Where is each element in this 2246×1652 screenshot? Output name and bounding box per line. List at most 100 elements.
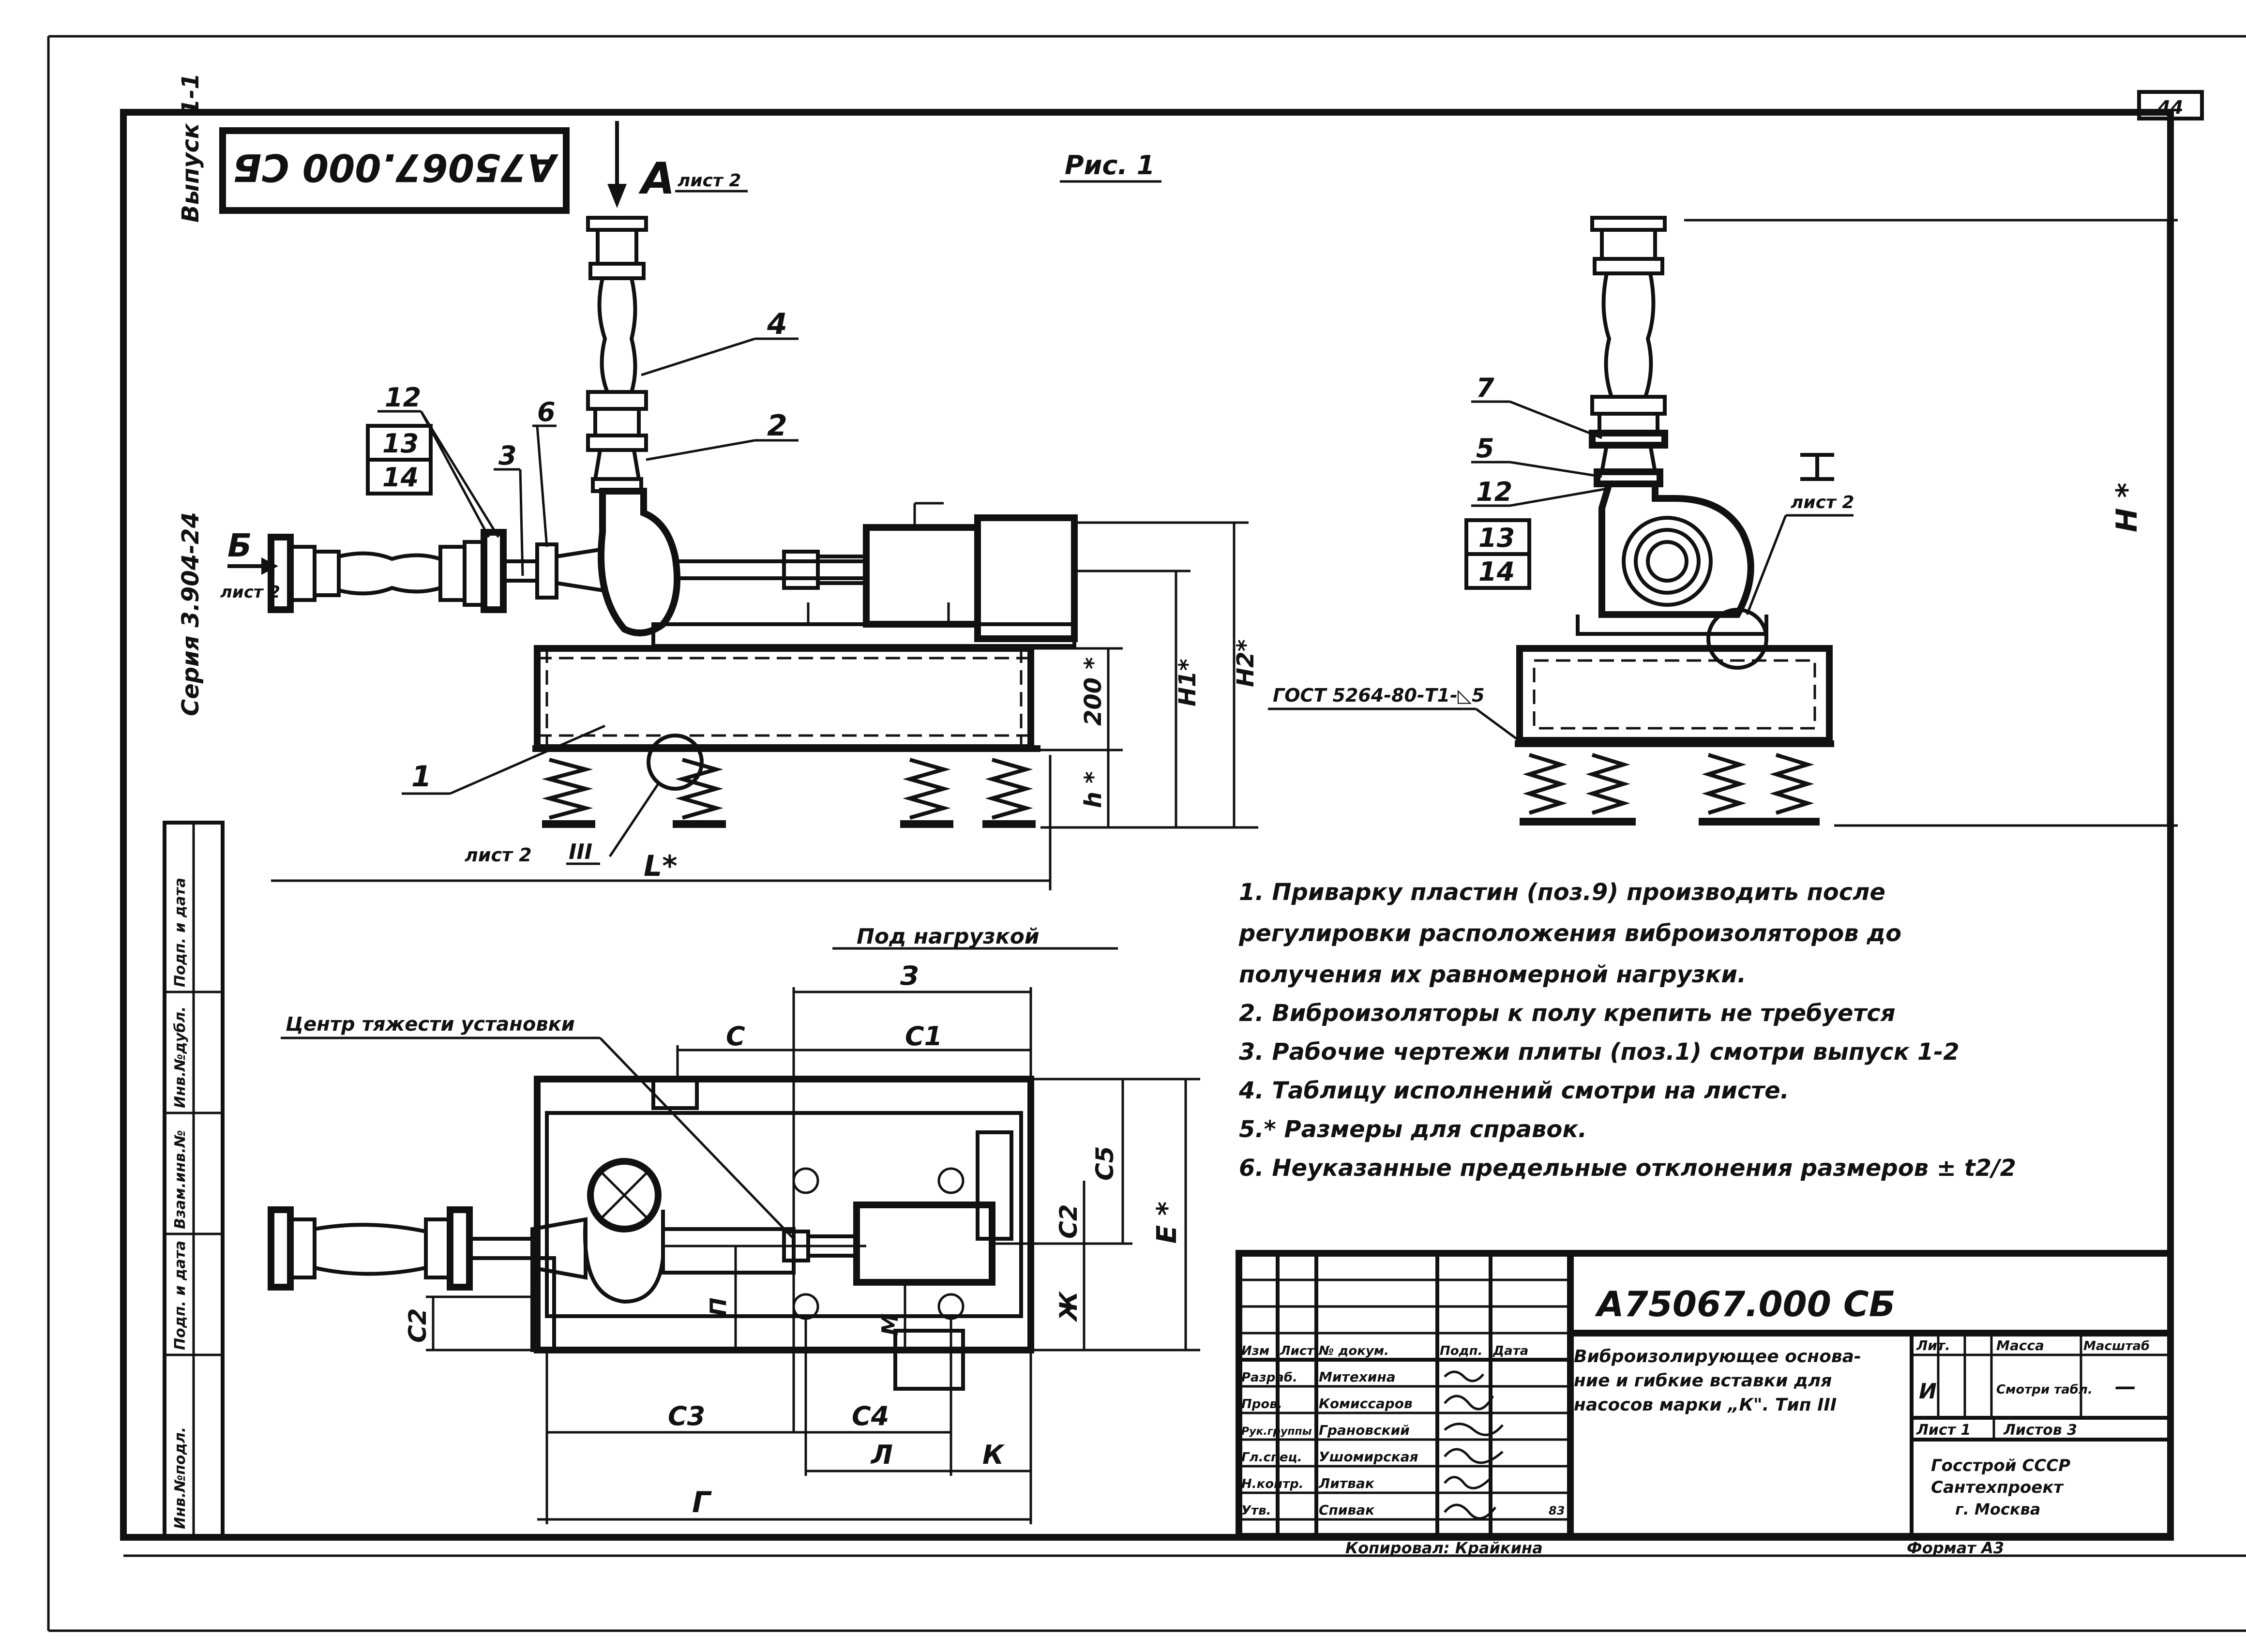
dim-m: М xyxy=(877,1313,903,1336)
tb-org-line: Госстрой СССР xyxy=(1931,1456,2070,1475)
flange xyxy=(288,545,317,602)
leader-12-side xyxy=(1509,487,1607,507)
tb-header: Дата xyxy=(1492,1344,1528,1358)
tb-role: Пров. xyxy=(1241,1397,1282,1412)
isolator-base xyxy=(1699,818,1820,826)
plan-bolt-hole xyxy=(937,1167,965,1194)
detail-3-sheet: лист 2 xyxy=(465,844,532,866)
position-4: 4 xyxy=(767,307,787,341)
flange xyxy=(1590,395,1667,416)
tb-title-line: ние и гибкие вставки для xyxy=(1574,1371,1832,1391)
flange xyxy=(586,434,648,452)
leader-6 xyxy=(536,425,548,547)
plan-base-frame xyxy=(534,1076,1034,1353)
figure-label: Рис. 1 xyxy=(1065,150,1155,180)
plan-flange xyxy=(288,1217,317,1279)
isolator-base xyxy=(982,820,1036,828)
position-14: 14 xyxy=(382,462,419,493)
flexible-insert-horizontal xyxy=(337,551,442,596)
plan-lug-left xyxy=(530,1256,556,1352)
detail-1-circle xyxy=(1706,608,1768,670)
tb-lit-value: И xyxy=(1919,1379,1937,1404)
plan-view: Центр тяжести установки З С С1 С5 С2 Е *… xyxy=(268,961,1200,1524)
flange-body xyxy=(1600,228,1657,261)
dim-200: 200 * xyxy=(1080,657,1107,726)
base-plate-bottom xyxy=(532,745,1040,752)
plan-reducer xyxy=(530,1217,588,1280)
flexible-insert xyxy=(1601,271,1656,399)
side-strip-cell: Взам.инв.№ xyxy=(172,1130,189,1229)
side-strip-cell: Подп. и дата xyxy=(172,1241,189,1350)
spring-isolator xyxy=(985,758,1033,820)
side-strip-cell: Инв.№подл. xyxy=(172,1427,189,1529)
leader-7 xyxy=(1509,400,1602,439)
position-13: 13 xyxy=(382,428,419,459)
dim-e: Е * xyxy=(1151,1201,1183,1244)
plan-bolt-hole xyxy=(792,1167,819,1194)
motor-housing xyxy=(974,514,1078,642)
tb-role: Гл.спец. xyxy=(1241,1450,1302,1465)
tb-role: Н.контр. xyxy=(1241,1477,1304,1491)
dim-zh: Ж xyxy=(1055,1291,1083,1322)
flange xyxy=(438,545,467,602)
tb-scale-label: Масштаб xyxy=(2083,1339,2150,1353)
position-5: 5 xyxy=(1476,433,1494,464)
plan-motor xyxy=(853,1201,995,1286)
plan-shaft-bracket xyxy=(661,1227,796,1275)
dim-k: К xyxy=(982,1440,1005,1470)
title-block-frame xyxy=(1236,1250,2174,1540)
dim-h-total: H * xyxy=(2110,483,2144,532)
position-14-box xyxy=(1464,552,1531,590)
reducer xyxy=(593,448,641,481)
isolator-base xyxy=(1520,818,1636,826)
dim-h: h * xyxy=(1080,771,1107,808)
tb-role: Рук.группы xyxy=(1241,1426,1312,1438)
tb-scale-value: — xyxy=(2115,1374,2136,1399)
tb-name: Спивак xyxy=(1319,1502,1375,1518)
flange xyxy=(535,542,558,600)
tb-title-line: насосов марки „К". Тип III xyxy=(1574,1395,1837,1415)
view-b-letter: Б xyxy=(227,527,252,564)
tb-name: Комиссаров xyxy=(1319,1396,1413,1412)
dim-c5: С5 xyxy=(1091,1146,1119,1181)
pump-casing-side xyxy=(1598,481,1754,618)
note-4: 4. Таблицу исполнений смотри на листе. xyxy=(1238,1077,1789,1104)
position-2: 2 xyxy=(767,409,787,443)
leader-3 xyxy=(519,469,524,576)
spring-isolator xyxy=(1769,753,1814,815)
plan-flange xyxy=(424,1217,452,1279)
side-strip-cell: Подп. и дата xyxy=(172,878,189,987)
pipe-stub xyxy=(596,228,638,266)
spring-isolator xyxy=(1522,753,1568,815)
position-1: 1 xyxy=(411,760,432,794)
note-1-line-3: получения их равномерной нагрузки. xyxy=(1239,961,1746,988)
tb-header: Подп. xyxy=(1440,1344,1482,1358)
position-3: 3 xyxy=(498,440,517,471)
leader-12-13-14 xyxy=(420,410,500,538)
position-14-box xyxy=(366,458,433,496)
isolator-base xyxy=(673,820,726,828)
tb-lit-label: Лит. xyxy=(1916,1337,1950,1353)
note-3: 3. Рабочие чертежи плиты (поз.1) смотри … xyxy=(1239,1038,1960,1066)
reducer xyxy=(1599,443,1658,474)
weld-leader xyxy=(1475,707,1523,744)
signature xyxy=(1444,1395,1494,1411)
leader-12-13-14 xyxy=(420,410,490,538)
motor-housing xyxy=(863,524,981,628)
plan-flexible-insert xyxy=(313,1223,428,1276)
dim-g: Г xyxy=(692,1486,712,1519)
note-1-line-1: 1. Приварку пластин (поз.9) производить … xyxy=(1239,879,1885,906)
dim-l-plan: Л xyxy=(870,1440,893,1470)
dim-c3: С3 xyxy=(668,1401,705,1431)
signature xyxy=(1444,1448,1504,1464)
tb-name: Митехина xyxy=(1319,1369,1396,1385)
tb-name: Литвак xyxy=(1318,1475,1375,1491)
signature xyxy=(1444,1503,1496,1520)
leader-2 xyxy=(646,439,755,461)
plan-base-inner xyxy=(545,1111,1023,1318)
detail-3-circle xyxy=(647,734,704,791)
tb-name: Грановский xyxy=(1319,1422,1410,1438)
cog-leader xyxy=(599,1037,795,1240)
flexible-insert xyxy=(597,276,637,394)
